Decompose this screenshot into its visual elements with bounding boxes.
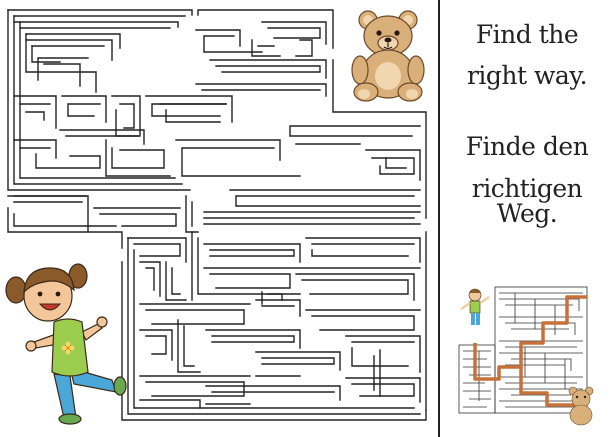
maze bbox=[7, 9, 427, 421]
instructions: Find the right way. Finde den richtigen … bbox=[442, 0, 612, 280]
instruction-german-line-2: richtigen Weg. bbox=[471, 174, 583, 228]
solution-path-lower bbox=[519, 367, 577, 407]
girl-illustration bbox=[5, 263, 127, 425]
instruction-german-line-1: Finde den bbox=[465, 132, 589, 161]
girl-thumbnail bbox=[460, 288, 490, 325]
teddy-bear-thumbnail bbox=[568, 386, 594, 426]
solution-path bbox=[473, 295, 587, 381]
maze-walls bbox=[7, 9, 427, 421]
panel-divider bbox=[438, 0, 440, 437]
solution-preview bbox=[455, 283, 605, 428]
solution-maze-thumbnail bbox=[458, 286, 594, 426]
flower-icon bbox=[61, 341, 75, 355]
teddy-bear-illustration bbox=[351, 10, 425, 102]
instruction-english-line-2: right way. bbox=[466, 61, 588, 90]
maze-panel bbox=[7, 9, 427, 421]
instruction-english-line-1: Find the bbox=[475, 20, 579, 49]
